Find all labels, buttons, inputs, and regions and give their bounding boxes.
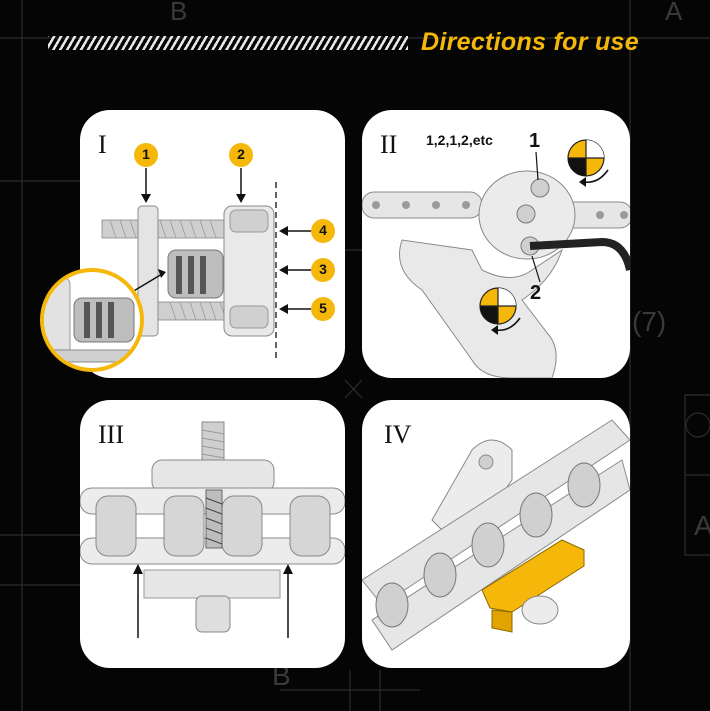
rotation-indicator-bottom: [479, 287, 521, 335]
wrench-chain-illustration: [362, 139, 630, 378]
rotation-indicator-top: [567, 139, 609, 187]
panel-step-2: II 1,2,1,2,etc: [362, 110, 630, 378]
page-title: Directions for use: [421, 28, 639, 56]
step-numeral: III: [98, 420, 124, 449]
blueprint-label-b: B: [170, 0, 188, 26]
callout-2: 2: [237, 146, 245, 162]
tightening-sequence: 1,2,1,2,etc: [426, 132, 493, 148]
callout-4: 4: [319, 222, 327, 238]
tool-setup-illustration: [101, 168, 312, 360]
blueprint-label-seven: (7): [632, 306, 667, 337]
step-numeral: I: [98, 130, 107, 159]
detail-magnifier: [40, 268, 144, 372]
panel-step-4: IV: [362, 400, 630, 668]
callout-5: 5: [319, 300, 327, 316]
step-numeral: IV: [384, 420, 412, 449]
blueprint-label-a: A: [665, 0, 683, 26]
chain-pin-push-illustration: [80, 421, 345, 638]
panel-step-1: I: [80, 110, 345, 378]
magnified-roller-detail: [44, 277, 135, 363]
callout-3: 3: [319, 261, 327, 277]
step-numeral: II: [380, 130, 398, 159]
callout-1: 1: [142, 146, 150, 162]
chain-assembly-illustration: [362, 419, 630, 651]
callout-badges: [134, 143, 335, 321]
bolt-label-2: 2: [530, 282, 542, 304]
bolt-label-1: 1: [529, 130, 541, 152]
blueprint-label-a-right: A: [694, 510, 710, 541]
header-stripe-decoration: [48, 36, 408, 50]
panel-step-3: III: [80, 400, 345, 668]
